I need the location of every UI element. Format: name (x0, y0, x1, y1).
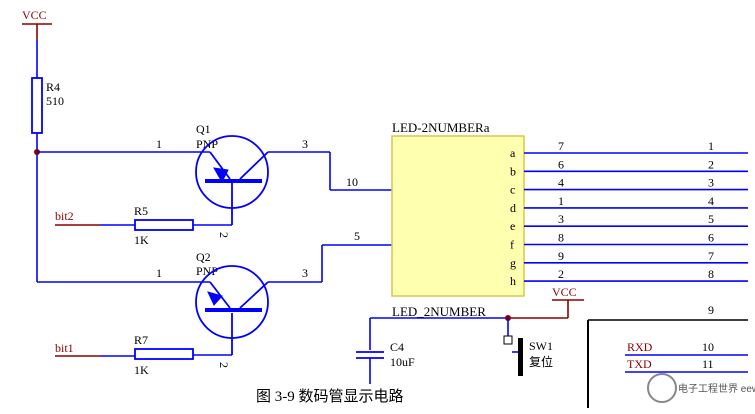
watermark-logo (647, 373, 677, 403)
led-ref: LED-2NUMBERa (392, 120, 490, 135)
segment-g-pin: 9 (558, 249, 564, 263)
segment-c-pin: 4 (558, 176, 564, 190)
segment-d-port: 4 (708, 194, 714, 208)
r7-ref: R7 (134, 333, 148, 347)
segment-c-label: c (510, 183, 515, 197)
segment-f-port: 6 (708, 231, 714, 245)
segment-d-pin: 1 (558, 194, 564, 208)
r5-value: 1K (134, 233, 149, 247)
r4-body (31, 77, 43, 134)
vcc-label-mid: VCC (552, 285, 577, 299)
r7-value: 1K (134, 363, 149, 377)
q2-pin-emitter: 2 (217, 362, 231, 368)
q2-type: PNP (196, 264, 218, 278)
led-pin-com1: 10 (346, 175, 358, 189)
mcu-pin-9: 9 (708, 303, 714, 317)
segment-d-label: d (510, 201, 516, 215)
segment-e-label: e (510, 219, 515, 233)
r7-body (134, 348, 194, 360)
q2-pin-collector: 3 (302, 266, 308, 280)
sw1-body (518, 338, 523, 376)
segment-b-label: b (510, 164, 516, 178)
segment-g-port: 7 (708, 249, 714, 263)
figure-caption: 图 3-9 数码管显示电路 (256, 388, 404, 405)
q2-arrow (207, 291, 223, 306)
segment-h-port: 8 (708, 267, 714, 281)
q1-pin-collector: 3 (302, 137, 308, 151)
sw1-cap (503, 335, 513, 345)
net-rxd: RXD (627, 340, 653, 354)
sw1-label: 复位 (529, 354, 553, 369)
q1-collector-leg (239, 151, 269, 180)
c4-value: 10uF (390, 355, 415, 369)
q1-ref: Q1 (196, 122, 211, 136)
segment-g-label: g (510, 256, 516, 270)
segment-e-pin: 3 (558, 212, 564, 226)
sw1-ref: SW1 (529, 339, 553, 353)
net-bit1: bit1 (55, 341, 74, 355)
segment-a-port: 1 (708, 139, 714, 153)
led-display-box (391, 135, 525, 297)
q1-pin-base: 1 (156, 137, 162, 151)
net-bit2: bit2 (55, 209, 74, 223)
segment-a-pin: 7 (558, 139, 564, 153)
q1-type: PNP (196, 137, 218, 151)
net-txd: TXD (627, 357, 652, 371)
segment-f-label: f (510, 238, 514, 252)
r5-body (134, 219, 194, 231)
q2-pin-base: 1 (156, 266, 162, 280)
led-name: LED_2NUMBER (392, 304, 486, 319)
segment-b-port: 2 (708, 157, 714, 171)
segment-e-port: 5 (708, 212, 714, 226)
mcu-pin-11: 11 (702, 357, 714, 371)
r5-ref: R5 (134, 204, 148, 218)
q1-emitter-leg (209, 151, 231, 180)
led-segment-pins: a 7 1 b 6 2 c 4 3 d 1 4 e 3 5 f 8 6 g 9 7 h 2 8 (510, 139, 748, 288)
q2-ref: Q2 (196, 250, 211, 264)
q2-collector-leg (239, 281, 269, 309)
q1-pin-emitter: 2 (217, 232, 231, 238)
vcc-label-top: VCC (22, 8, 47, 22)
c4-ref: C4 (390, 340, 404, 354)
watermark-text: 电子工程世界 eeworld.com.cn (678, 382, 755, 395)
segment-h-label: h (510, 274, 516, 288)
r4-ref: R4 (46, 80, 60, 94)
r4-value: 510 (46, 94, 64, 108)
led-pin-com2: 5 (354, 229, 360, 243)
segment-b-pin: 6 (558, 157, 564, 171)
segment-a-label: a (510, 146, 516, 160)
mcu-pin-10: 10 (702, 340, 714, 354)
segment-c-port: 3 (708, 176, 714, 190)
q1-arrow (213, 167, 229, 184)
segment-h-pin: 2 (558, 267, 564, 281)
segment-f-pin: 8 (558, 231, 564, 245)
